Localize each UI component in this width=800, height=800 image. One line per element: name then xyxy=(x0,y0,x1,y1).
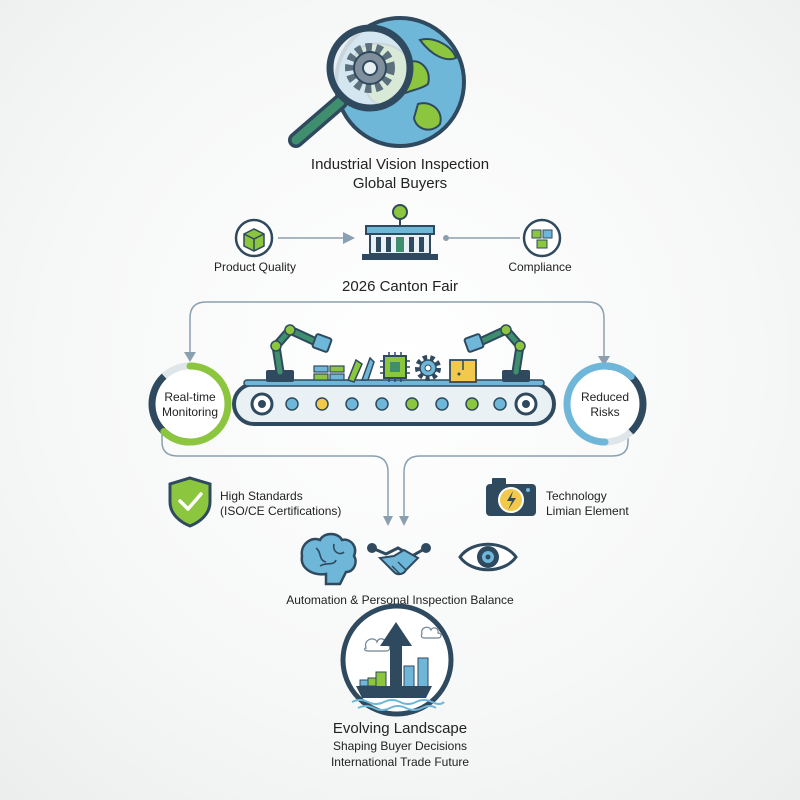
balance-label: Automation & Personal Inspection Balance xyxy=(286,593,514,607)
reduced-risks-label-line1: Reduced xyxy=(580,390,630,404)
footer-line3: International Trade Future xyxy=(330,755,470,769)
connector-line xyxy=(403,430,629,516)
arrow-down-icon xyxy=(184,352,196,362)
globe-magnifier-icon xyxy=(288,16,466,148)
footer-line1: Evolving Landscape xyxy=(332,720,468,737)
gear-icon xyxy=(415,355,441,381)
connector-line xyxy=(161,430,389,516)
cargo-ship-icon xyxy=(356,677,432,698)
handshake-icon xyxy=(367,543,431,576)
trade-growth-emblem xyxy=(340,603,454,717)
canton-fair-label: 2026 Canton Fair xyxy=(342,278,458,295)
technology-label-line1: Technology xyxy=(546,489,607,503)
conveyor-belt xyxy=(232,379,556,426)
reduced-risks-label-line2: Risks xyxy=(590,405,620,419)
real-time-label-line2: Monitoring xyxy=(161,405,219,419)
building-icon xyxy=(362,204,438,260)
compliance-label: Compliance xyxy=(508,260,572,274)
header-title-line2: Global Buyers xyxy=(352,175,448,192)
robot-arm-icon xyxy=(463,324,530,382)
arrow-down-icon xyxy=(383,516,393,526)
product-quality-label: Product Quality xyxy=(213,260,297,274)
high-standards-label-line2: (ISO/CE Certifications) xyxy=(220,504,342,518)
camera-icon xyxy=(486,478,536,516)
brain-icon xyxy=(300,532,357,586)
arrow-down-icon xyxy=(598,356,610,366)
connector-dot xyxy=(443,235,449,241)
real-time-monitoring-gauge xyxy=(148,362,232,446)
shield-check-icon xyxy=(168,476,212,528)
real-time-label-line1: Real-time xyxy=(164,390,216,404)
reduced-risks-gauge xyxy=(563,362,647,446)
package-box-icon xyxy=(449,359,477,383)
technology-label-line2: Limian Element xyxy=(546,504,629,518)
header-title-line1: Industrial Vision Inspection xyxy=(310,156,490,173)
footer-line2: Shaping Buyer Decisions xyxy=(332,739,468,753)
microchip-icon xyxy=(380,352,410,382)
eye-icon xyxy=(458,542,518,572)
loop-connector xyxy=(189,301,605,358)
robot-arm-icon xyxy=(266,324,333,382)
box-check-icon xyxy=(234,218,274,258)
arrow-down-icon xyxy=(399,516,409,526)
product-parts-icon xyxy=(313,356,375,383)
gear-icon xyxy=(345,43,395,93)
high-standards-label-line1: High Standards xyxy=(220,489,303,503)
compliance-icon xyxy=(522,218,562,258)
